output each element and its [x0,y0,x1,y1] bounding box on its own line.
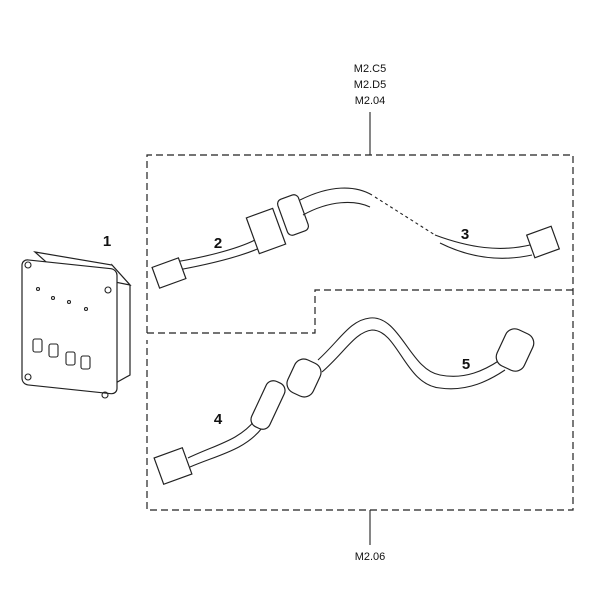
reference-label-top-1: M2.C5 [354,63,386,75]
reference-label-bottom: M2.06 [355,551,386,563]
cable-2-3-drawing [151,187,561,289]
cable-4-5-drawing [153,317,535,486]
callout-4: 4 [214,411,223,428]
callout-2: 2 [214,235,222,252]
reference-label-top-3: M2.04 [355,95,386,107]
reference-label-top-2: M2.D5 [354,79,386,91]
group-boundary [146,154,574,511]
callout-5: 5 [462,356,470,373]
callout-1: 1 [103,233,111,250]
callout-3: 3 [461,226,469,243]
control-unit-drawing [21,251,132,399]
